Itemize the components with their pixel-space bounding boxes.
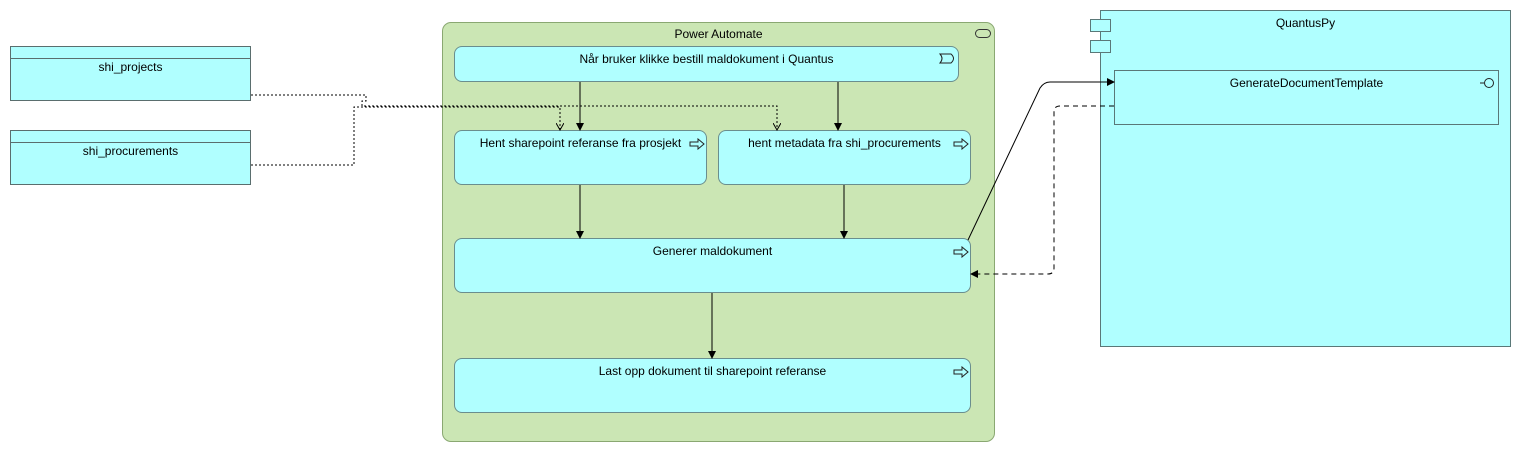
event-icon xyxy=(939,53,954,64)
component-tab-icon xyxy=(1090,40,1111,53)
application-collaboration-icon xyxy=(975,29,991,38)
process-arrow-icon xyxy=(689,138,705,150)
process-label: Generer maldokument xyxy=(652,244,773,258)
process-label: Last opp dokument til sharepoint referan… xyxy=(598,364,827,378)
process-arrow-icon xyxy=(953,246,969,258)
process-hent-metadata[interactable]: hent metadata fra shi_procurements xyxy=(718,130,971,185)
process-label: hent metadata fra shi_procurements xyxy=(748,136,941,150)
process-hent-sharepoint[interactable]: Hent sharepoint referanse fra prosjekt xyxy=(454,130,707,185)
process-arrow-icon xyxy=(953,366,969,378)
data-object-header-line xyxy=(11,58,250,59)
interface-generate-document-template[interactable]: GenerateDocumentTemplate xyxy=(1114,70,1499,125)
data-object-shi-projects[interactable]: shi_projects xyxy=(10,46,251,101)
process-last-opp[interactable]: Last opp dokument til sharepoint referan… xyxy=(454,358,971,413)
quantuspy-title: QuantusPy xyxy=(1275,16,1336,30)
power-automate-title: Power Automate xyxy=(674,27,763,41)
data-object-label: shi_projects xyxy=(98,60,163,74)
data-object-shi-procurements[interactable]: shi_procurements xyxy=(10,130,251,185)
component-tab-icon xyxy=(1090,19,1111,32)
process-arrow-icon xyxy=(953,138,969,150)
quantuspy-component[interactable]: QuantusPy xyxy=(1100,10,1511,347)
process-generer-maldokument[interactable]: Generer maldokument xyxy=(454,238,971,293)
interface-label: GenerateDocumentTemplate xyxy=(1229,76,1384,90)
data-object-header-line xyxy=(11,142,250,143)
trigger-label: Når bruker klikke bestill maldokument i … xyxy=(579,52,834,66)
trigger-event-box[interactable]: Når bruker klikke bestill maldokument i … xyxy=(454,46,959,82)
process-label: Hent sharepoint referanse fra prosjekt xyxy=(479,136,682,150)
data-object-label: shi_procurements xyxy=(82,144,179,158)
interface-icon xyxy=(1480,78,1494,88)
